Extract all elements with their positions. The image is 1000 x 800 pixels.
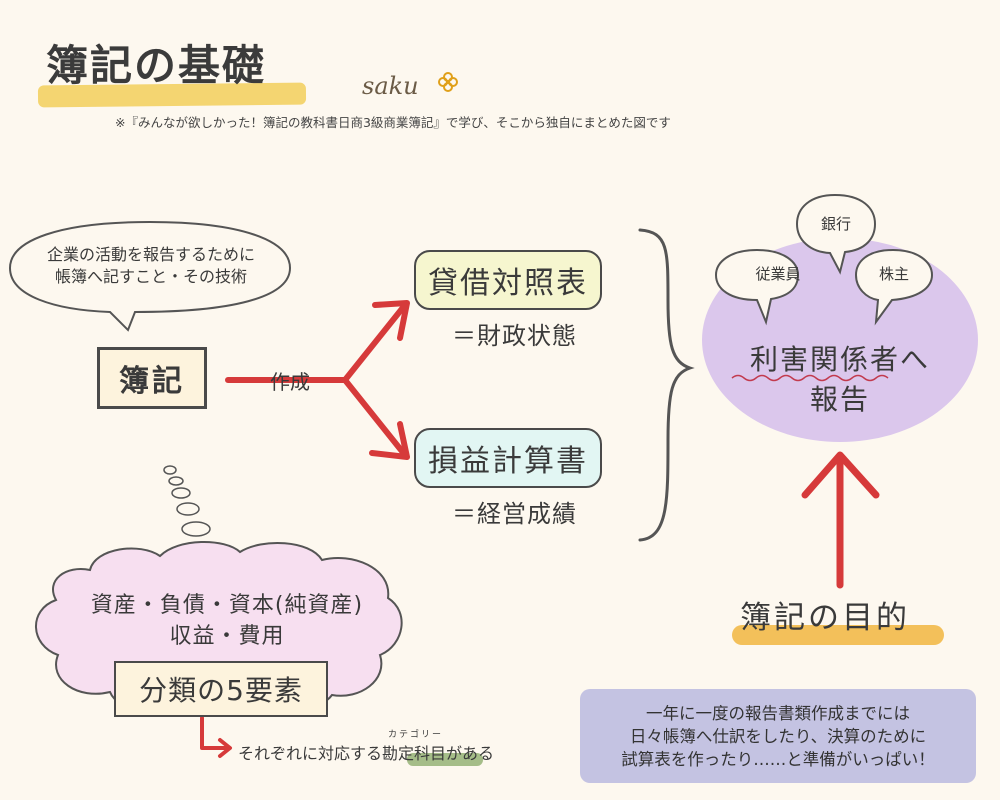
shareholder-label: 株主: [878, 265, 909, 283]
definition-bubble-shape: [8, 220, 292, 332]
fork-arrow-up-head: [372, 300, 410, 341]
definition-text: 企業の活動を報告するために 帳簿へ記すこと・その技術: [20, 244, 282, 288]
flower-icon: [438, 72, 458, 92]
balance-sheet-box: 貸借対照表: [414, 250, 602, 310]
category-arrow-head: [218, 738, 232, 758]
category-note: それぞれに対応するカテゴリー勘定科目がある: [238, 730, 495, 764]
elements-line-2: 収益・費用: [169, 624, 285, 649]
report-to-stakeholders: 利害関係者へ 報告: [712, 340, 968, 420]
definition-line-2: 帳簿へ記すこと・その技術: [54, 267, 247, 286]
elements-line-1: 資産・負債・資本(純資産): [90, 593, 364, 618]
stakeholders-main-line-2: 報告: [809, 383, 870, 416]
thought-dot-1: [163, 465, 177, 475]
fork-arrow-up: [342, 302, 408, 383]
thought-dot-4: [176, 502, 200, 516]
author-signature: saku: [362, 72, 419, 100]
info-line-2: 日々帳簿へ仕訳をしたり、決算のために: [629, 726, 927, 746]
balance-sheet-meaning: ＝財政状態: [452, 322, 577, 350]
thought-dot-2: [168, 476, 184, 486]
employee-label: 従業員: [755, 265, 801, 283]
fork-arrow-down-head: [369, 421, 410, 460]
right-brace: [638, 228, 695, 542]
thought-dot-3: [171, 487, 191, 499]
employee-bubble-shape: [714, 248, 800, 326]
category-note-suffix: がある: [446, 744, 495, 763]
wavy-underline: [731, 374, 889, 382]
bank-bubble-shape: [795, 193, 877, 275]
income-statement-meaning: ＝経営成績: [452, 500, 577, 528]
title-block: 簿記の基礎: [37, 30, 308, 110]
category-arrow: [200, 716, 230, 750]
income-statement-box: 損益計算書: [414, 428, 602, 488]
shareholder-bubble-shape: [854, 248, 934, 326]
info-line-1: 一年に一度の報告書類作成までには: [646, 703, 910, 723]
bank-label: 銀行: [820, 215, 851, 233]
category-term-wrap: カテゴリー勘定科目: [382, 730, 447, 764]
goal-arrow-head: [801, 451, 880, 499]
term-highlight: [407, 753, 483, 766]
goal-highlight: [732, 625, 944, 645]
goal-label: 簿記の目的: [740, 600, 910, 636]
category-note-prefix: それぞれに対応する: [238, 744, 383, 763]
create-label: 作成: [270, 370, 310, 394]
stakeholders-main-line-1: 利害関係者へ: [749, 343, 930, 376]
category-term: 勘定科目: [382, 744, 447, 763]
category-term-ruby: カテゴリー: [388, 730, 444, 740]
fork-arrow-down: [342, 377, 408, 458]
page-title: 簿記の基礎: [46, 41, 267, 90]
boki-box: 簿記: [97, 347, 207, 409]
elements-text: 資産・負債・資本(純資産) 収益・費用: [52, 590, 402, 652]
info-box: 一年に一度の報告書類作成までには 日々帳簿へ仕訳をしたり、決算のために 試算表を…: [580, 689, 976, 783]
source-note: ※『みんなが欲しかった！簿記の教科書日商3級商業簿記』で学び、そこから独自にまと…: [115, 115, 671, 130]
category-box: 分類の5要素: [114, 661, 328, 717]
definition-line-1: 企業の活動を報告するために: [46, 245, 255, 264]
thought-dot-5: [181, 521, 211, 537]
info-line-3: 試算表を作ったり……と準備がいっぱい！: [621, 749, 935, 769]
